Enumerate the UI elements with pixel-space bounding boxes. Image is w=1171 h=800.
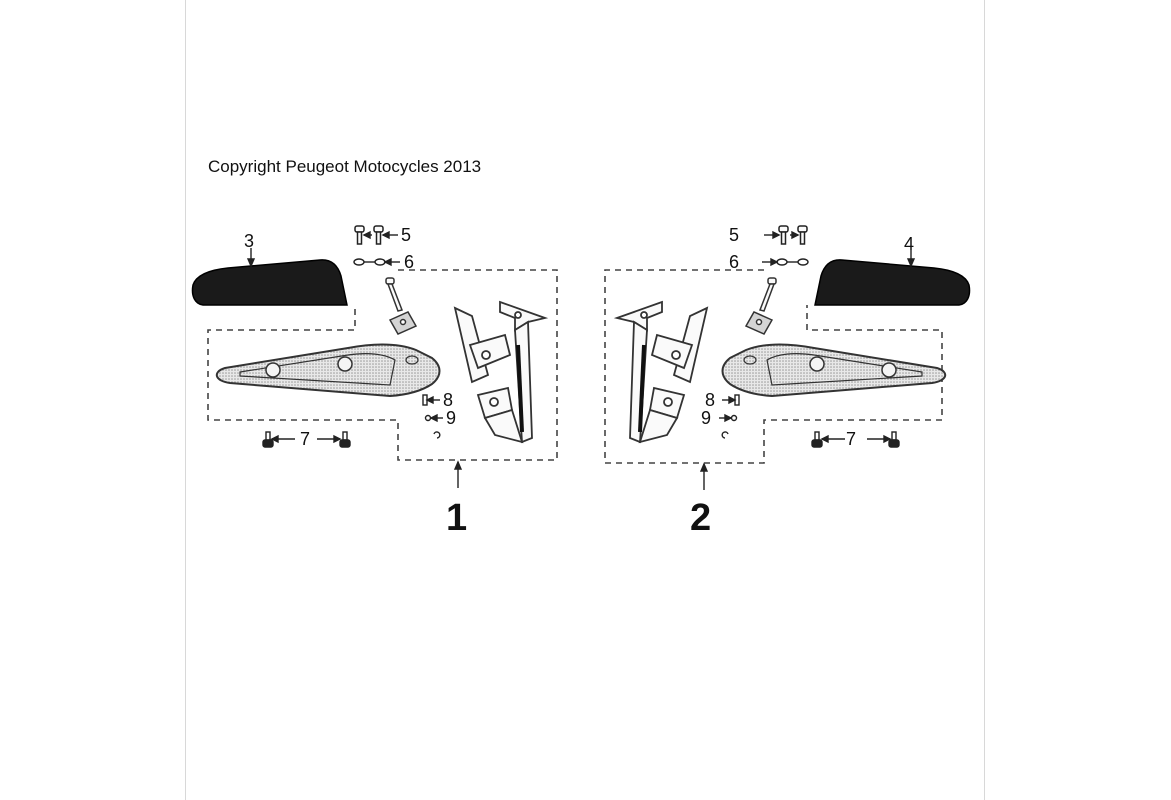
- callout-label-3: 3: [244, 231, 254, 251]
- left-footrest-plate: [215, 343, 441, 398]
- callout-label-7-left: 7: [300, 429, 310, 449]
- left-cover-part: [191, 259, 348, 306]
- right-assembly-leader: [699, 462, 709, 490]
- right-footrest-plate: [721, 343, 947, 398]
- right-pivot-bolt: [744, 277, 777, 335]
- callout-label-5-right: 5: [729, 225, 739, 245]
- callout-label-8-left: 8: [443, 390, 453, 410]
- left-assembly-leader: [453, 460, 463, 488]
- callout-label-5-left: 5: [401, 225, 411, 245]
- left-assembly-boundary: [207, 269, 558, 461]
- callout-label-9-left: 9: [446, 408, 456, 428]
- right-bolt-leader: [764, 230, 800, 240]
- callout-label-2: 2: [690, 497, 711, 539]
- callout-label-6-right: 6: [729, 252, 739, 272]
- left-cover-leader: [246, 248, 256, 268]
- right-bolt-pair: [778, 225, 808, 245]
- right-bracket: [613, 300, 709, 444]
- callout-label-8-right: 8: [705, 390, 715, 410]
- right-screws: [811, 431, 900, 448]
- copyright-text: Copyright Peugeot Motocycles 2013: [208, 157, 482, 176]
- left-bracket: [453, 300, 549, 444]
- left-screws: [262, 431, 351, 448]
- diagram-page: [185, 0, 985, 800]
- left-assembly: 3 5 6 8 9 7 1: [191, 225, 558, 539]
- left-pin-clip: [422, 394, 443, 439]
- callout-label-7-right: 7: [846, 429, 856, 449]
- right-washers: [762, 257, 809, 267]
- right-assembly: [604, 225, 971, 490]
- right-pin-clip: [719, 394, 740, 439]
- right-cover-leader: [906, 250, 916, 268]
- callout-label-1: 1: [446, 497, 467, 539]
- left-pivot-bolt: [385, 277, 418, 335]
- right-assembly-boundary: [604, 269, 943, 464]
- callout-label-4: 4: [904, 234, 914, 254]
- callout-label-6-left: 6: [404, 252, 414, 272]
- left-bolt-leader: [362, 230, 398, 240]
- left-bolt-pair: [354, 225, 384, 245]
- callout-label-9-right: 9: [701, 408, 711, 428]
- right-cover-part: [814, 259, 971, 306]
- left-washers: [353, 257, 400, 267]
